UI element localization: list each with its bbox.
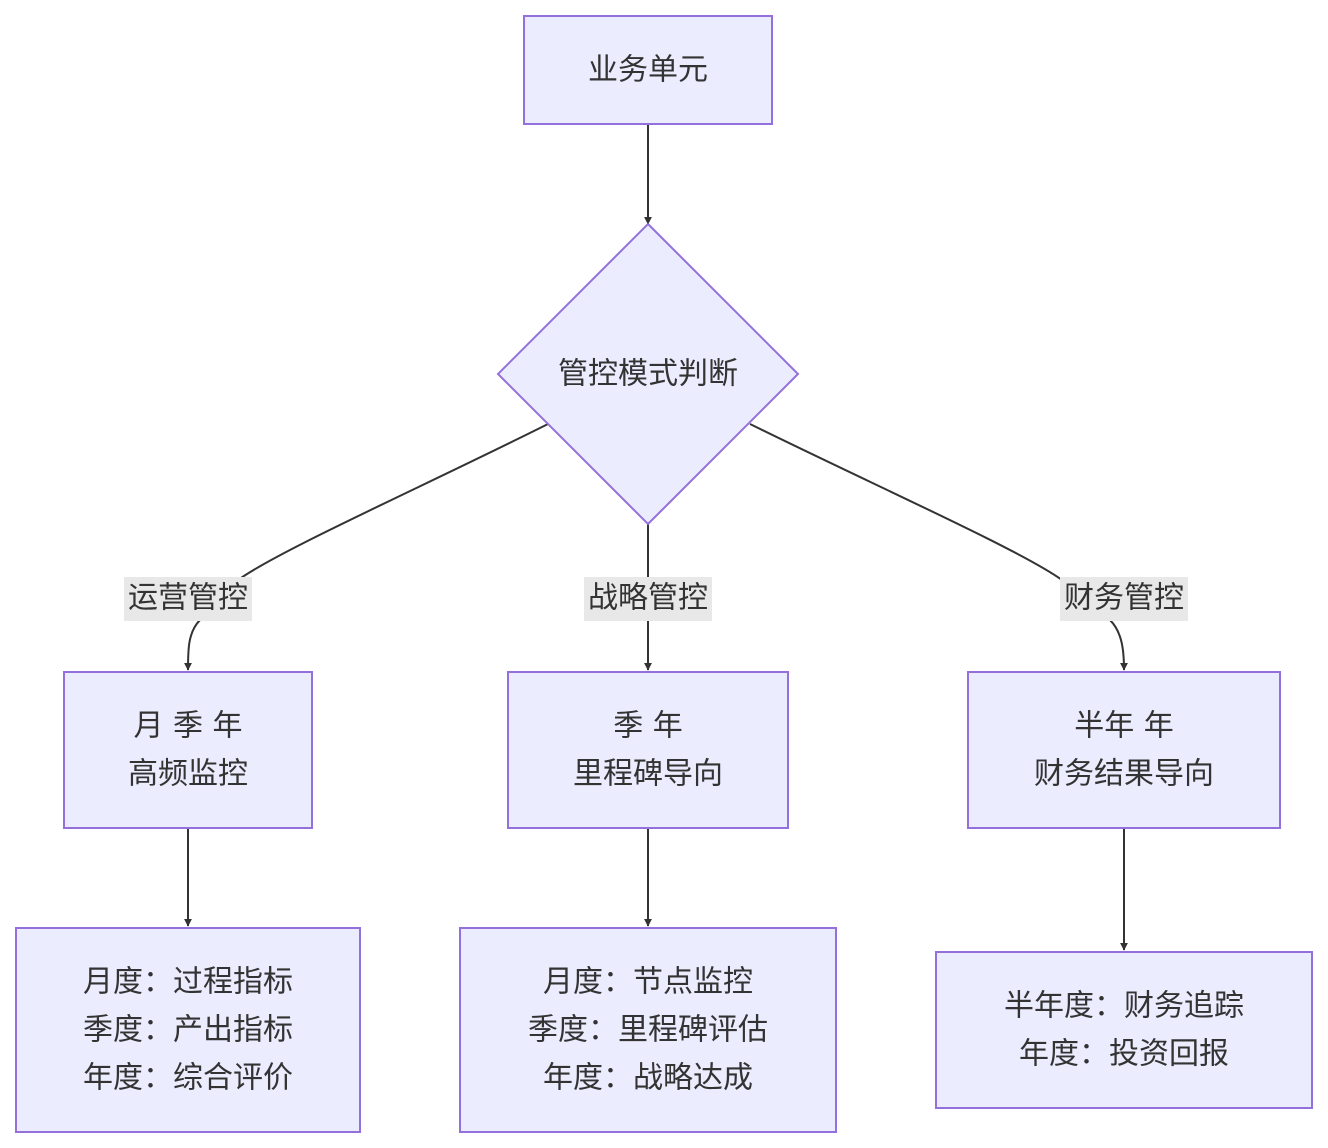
node-ops-detail: 月度：过程指标 季度：产出指标 年度：综合评价 <box>15 927 361 1133</box>
edge-label-ops-text: 运营管控 <box>128 581 248 616</box>
node-fin-detail: 半年度：财务追踪 年度：投资回报 <box>935 951 1313 1109</box>
edge-label-ops: 运营管控 <box>124 577 252 621</box>
edge-decision-to-fin <box>749 423 1063 581</box>
node-business-unit: 业务单元 <box>523 15 773 125</box>
edges <box>184 124 1128 951</box>
edge-label-fin: 财务管控 <box>1060 577 1188 621</box>
node-ops-detail-line2: 季度：产出指标 <box>83 1013 293 1048</box>
node-fin-frequency-line2: 财务结果导向 <box>1034 757 1214 792</box>
node-decision-label: 管控模式判断 <box>558 357 738 392</box>
node-strat-frequency: 季 年 里程碑导向 <box>507 671 789 829</box>
node-ops-detail-line3: 年度：综合评价 <box>83 1061 293 1096</box>
node-strat-frequency-line1: 季 年 <box>613 709 683 744</box>
edge-label-strat-text: 战略管控 <box>588 581 708 616</box>
node-strat-detail-line1: 月度：节点监控 <box>543 965 753 1000</box>
node-strat-frequency-line2: 里程碑导向 <box>573 757 723 792</box>
edge-decision-to-ops <box>237 423 549 581</box>
node-strat-detail-line2: 季度：里程碑评估 <box>528 1013 768 1048</box>
edge-ops-label-to-node <box>184 619 201 671</box>
node-strat-detail: 月度：节点监控 季度：里程碑评估 年度：战略达成 <box>459 927 837 1133</box>
node-fin-frequency: 半年 年 财务结果导向 <box>967 671 1281 829</box>
node-ops-detail-line1: 月度：过程指标 <box>83 965 293 1000</box>
node-fin-frequency-line1: 半年 年 <box>1074 709 1174 744</box>
node-strat-detail-line3: 年度：战略达成 <box>543 1061 753 1096</box>
edge-fin-label-to-node <box>1109 619 1128 671</box>
node-business-unit-label: 业务单元 <box>588 53 708 88</box>
node-ops-frequency: 月 季 年 高频监控 <box>63 671 313 829</box>
node-fin-detail-line2: 年度：投资回报 <box>1019 1037 1229 1072</box>
edge-label-strat: 战略管控 <box>584 577 712 621</box>
node-decision: 管控模式判断 <box>496 222 800 526</box>
edge-label-fin-text: 财务管控 <box>1064 581 1184 616</box>
node-ops-frequency-line2: 高频监控 <box>128 757 248 792</box>
node-fin-detail-line1: 半年度：财务追踪 <box>1004 989 1244 1024</box>
node-ops-frequency-line1: 月 季 年 <box>133 709 242 744</box>
